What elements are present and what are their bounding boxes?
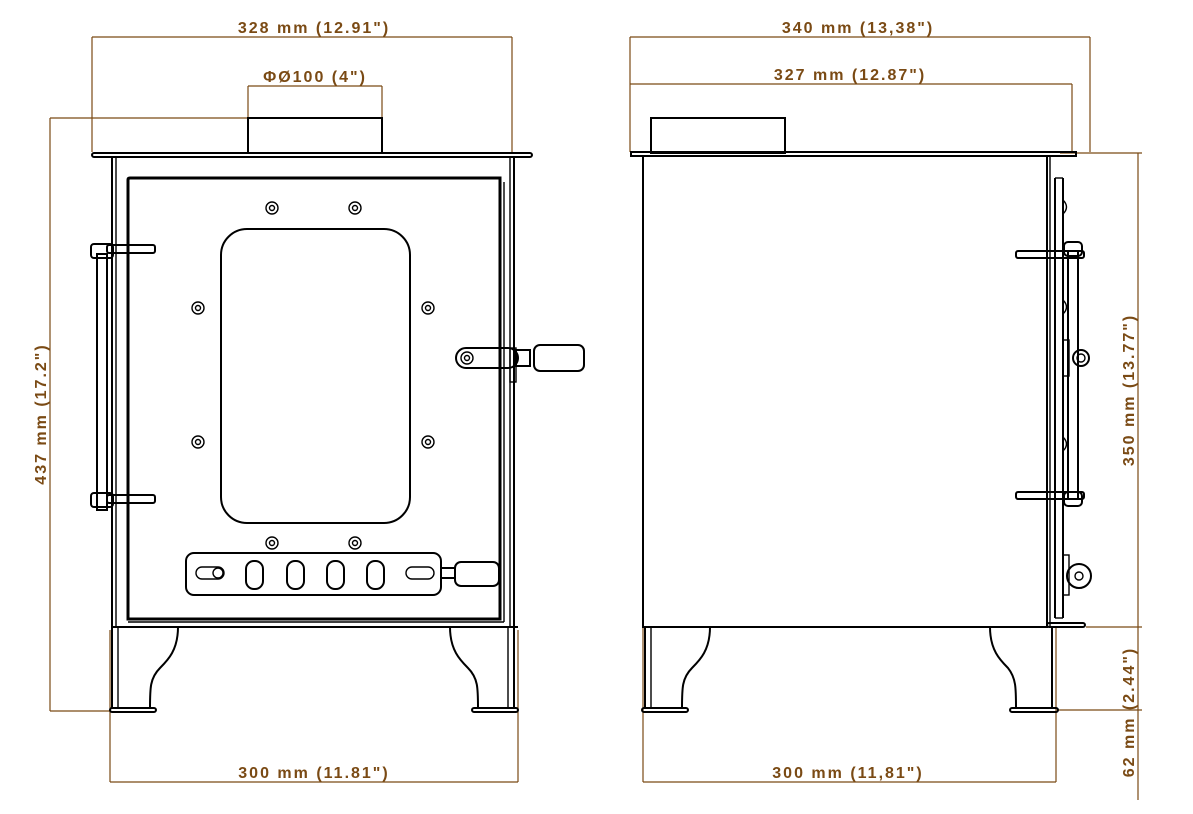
side-flue-collar [650,117,786,154]
dim-flue-diameter: ΦØ100 (4") [247,69,383,120]
dim-side-leg-height: 62 mm (2.44") [1058,627,1142,800]
side-body [642,155,1048,628]
hinge-rod [96,253,108,511]
side-legs [641,626,1059,713]
handle-knob [533,344,585,372]
dim-label-flue: ΦØ100 (4") [263,69,367,86]
dim-label-front-leg-span: 300 mm (11.81") [238,765,389,782]
bolt-icon [348,536,362,550]
dim-side-body-height: 350 mm (13.77") [1060,152,1142,628]
dim-front-leg-span: 300 mm (11.81") [109,630,519,783]
top-plate [91,152,533,158]
air-control-knob [454,561,500,587]
front-view: 328 mm (12.91") ΦØ100 (4") 437 mm (17.2"… [33,20,585,783]
hinge-assembly [90,243,156,511]
side-view: 340 mm (13,38") 327 mm (12.87") 350 mm (… [629,20,1142,800]
bolt-icon [191,301,205,315]
door [126,176,505,623]
side-door-edge [1015,156,1092,628]
front-legs [109,626,519,713]
air-control-plate [185,552,500,596]
bolt-icon [265,201,279,215]
dim-front-overall-height: 437 mm (17.2") [33,117,248,712]
side-air-knob-icon [1066,563,1092,589]
dim-front-overall-width: 328 mm (12.91") [91,20,513,152]
dim-side-overall-depth: 340 mm (13,38") [629,20,1091,152]
door-handle [455,344,585,383]
dim-side-leg-span: 300 mm (11,81") [642,627,1057,783]
bolt-icon [421,435,435,449]
dim-side-top-plate: 327 mm (12.87") [630,67,1073,152]
side-handle-pivot-icon [1072,349,1090,367]
dim-label-side-leg-height: 62 mm (2.44") [1121,647,1138,778]
dim-label-front-height: 437 mm (17.2") [33,343,50,484]
bolt-icon [348,201,362,215]
bolts [191,201,435,550]
flue-collar [247,117,383,154]
dim-label-front-width: 328 mm (12.91") [238,20,390,37]
bolt-icon [191,435,205,449]
bolt-icon [421,301,435,315]
dim-label-side-depth: 340 mm (13,38") [782,20,934,37]
dim-label-side-top-plate: 327 mm (12.87") [774,67,926,84]
dim-label-side-height: 350 mm (13.77") [1121,314,1138,466]
dim-label-side-leg-span: 300 mm (11,81") [772,765,923,782]
glass-window [220,228,411,524]
bolt-icon [265,536,279,550]
